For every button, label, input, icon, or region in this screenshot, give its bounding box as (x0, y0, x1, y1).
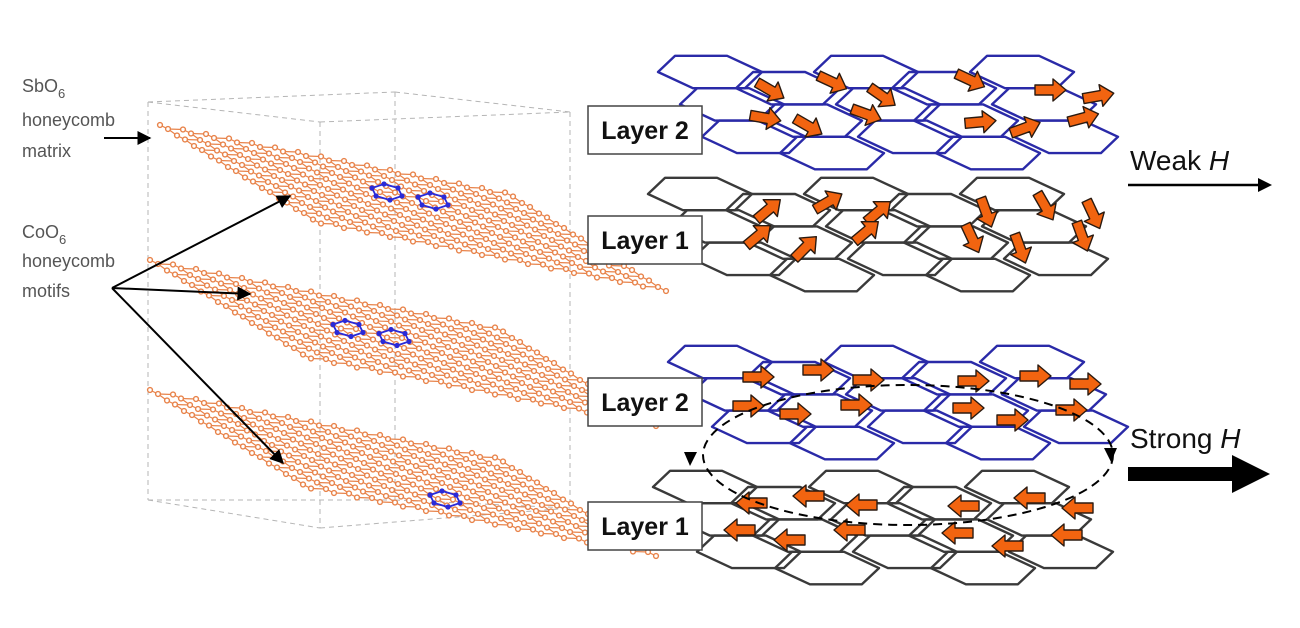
spin-bottom-layer2 (1055, 398, 1088, 422)
spin-top-layer2 (849, 103, 882, 127)
spin-top-layer2 (815, 70, 848, 94)
spin-top-layer2 (753, 77, 785, 102)
coo6-motif (369, 181, 451, 212)
weak-field: Weak H (1128, 145, 1272, 192)
spin-bottom-layer1 (833, 518, 866, 542)
layer1-lattice-bottom (651, 469, 1115, 586)
spin-bottom-layer2 (742, 365, 775, 389)
spin-bottom-layer2 (996, 408, 1029, 432)
spin-bottom-layer2 (840, 393, 873, 417)
spin-top-layer1 (790, 235, 818, 263)
layer-labels-top: Layer 2 Layer 1 (587, 105, 703, 265)
spin-top-layer2 (1066, 105, 1100, 129)
spin-bottom-layer1 (947, 494, 980, 518)
spin-bottom-layer1 (941, 521, 974, 545)
strong-field-arrow (1128, 467, 1238, 481)
motif-pointer-arrow-1 (111, 195, 292, 289)
motif-pointer-arrow-3 (111, 287, 284, 465)
layer2-lattice-top (656, 54, 1120, 171)
motif-pointer-arrow-2 (111, 286, 252, 301)
spin-bottom-layer1 (1061, 496, 1094, 520)
spin-bottom-layer1 (845, 493, 878, 517)
sbo6-label-line3: matrix (22, 141, 71, 161)
spin-top-layer2 (1081, 83, 1115, 108)
left-panel: SbO6 honeycomb matrix CoO6 honeycomb mot… (22, 76, 670, 560)
spin-bottom-layer2 (957, 369, 990, 393)
spin-top-layer1 (1071, 219, 1095, 252)
spin-arrows (723, 68, 1115, 558)
spin-bottom-layer2 (952, 396, 985, 420)
strong-field: Strong H (1128, 423, 1270, 493)
loop-arrowhead-left (684, 452, 697, 466)
spin-top-layer2 (963, 110, 997, 134)
spin-top-layer1 (742, 224, 771, 251)
top-layer1-label: Layer 1 (601, 227, 689, 255)
spin-bottom-layer2 (779, 402, 812, 426)
spin-top-layer1 (811, 190, 843, 215)
strong-field-arrowhead (1232, 455, 1270, 493)
spin-bottom-layer2 (802, 358, 835, 382)
coo6-motif (427, 488, 463, 510)
interlayer-loop (684, 384, 1117, 526)
spin-top-layer2 (866, 82, 896, 108)
coo6-label: CoO6 (22, 222, 66, 247)
spin-bottom-layer2 (1069, 372, 1102, 396)
spin-top-layer1 (1081, 197, 1105, 230)
weak-field-arrowhead (1258, 178, 1272, 192)
layer-labels-bottom: Layer 2 Layer 1 (587, 377, 703, 551)
bottom-layer1-label: Layer 1 (601, 513, 689, 541)
spin-top-layer1 (850, 220, 879, 247)
bottom-layer2-label: Layer 2 (601, 389, 689, 417)
spin-top-layer1 (960, 221, 984, 254)
top-layer2-label: Layer 2 (601, 117, 689, 145)
spin-bottom-layer2 (732, 394, 765, 418)
spin-top-layer1 (1032, 189, 1057, 221)
spin-bottom-layer1 (792, 484, 825, 508)
spin-top-layer1 (1009, 231, 1033, 264)
sbo6-label: SbO6 (22, 76, 65, 101)
spin-bottom-layer1 (1013, 486, 1046, 510)
coo6-label-line3: motifs (22, 281, 70, 301)
loop-arrowhead-right (1104, 448, 1117, 462)
spin-bottom-layer1 (1050, 523, 1083, 547)
spin-top-layer1 (975, 195, 999, 228)
spin-bottom-layer1 (723, 518, 756, 542)
spin-bottom-layer1 (991, 534, 1024, 558)
spin-top-layer2 (953, 68, 986, 92)
right-panel: Layer 2 Layer 1 Layer 2 Layer 1 Weak H S… (587, 54, 1272, 586)
pointer-arrows (104, 131, 292, 465)
spin-top-layer2 (1008, 115, 1041, 139)
strong-field-label: Strong H (1130, 423, 1241, 454)
spin-bottom-layer1 (773, 528, 806, 552)
spin-bottom-layer2 (852, 368, 885, 392)
atom-layer (146, 256, 660, 430)
coo6-label-line2: honeycomb (22, 251, 115, 271)
lattices (646, 54, 1130, 586)
atom-layers (146, 121, 670, 560)
spin-top-layer2 (748, 106, 782, 131)
weak-field-label: Weak H (1130, 145, 1230, 176)
sbo6-label-line2: honeycomb (22, 110, 115, 130)
spin-top-layer2 (1034, 78, 1067, 102)
spin-bottom-layer2 (1019, 364, 1052, 388)
coo6-motif (330, 317, 412, 349)
spin-top-layer2 (791, 113, 823, 138)
atom-layer (146, 386, 660, 560)
spin-top-layer1 (752, 198, 781, 225)
